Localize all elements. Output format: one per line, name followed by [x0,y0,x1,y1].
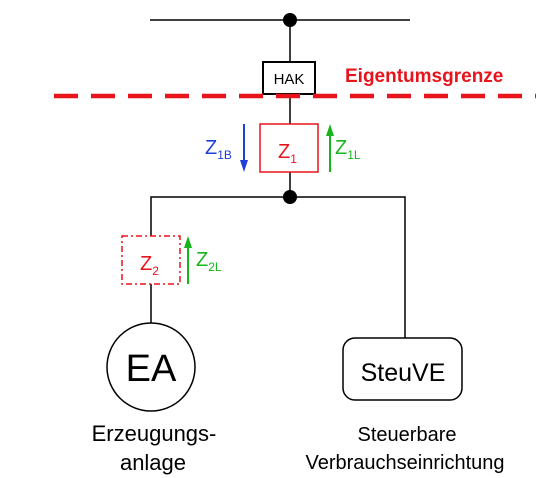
eigentumsgrenze-label: Eigentumsgrenze [345,66,503,87]
ea-label: EA [126,348,177,390]
ea-caption-line-2: anlage [120,450,186,475]
z1-meter-box [259,123,319,173]
hak-label: HAK [274,71,305,88]
z2-label: Z2 [140,253,159,278]
z1l-up-arrow [326,124,334,172]
node-junction-dot [283,190,297,204]
steuve-box [342,337,463,401]
steuve-caption-line-1: Steuerbare [358,424,457,446]
ea-caption-line-1: Erzeugungs- [92,421,217,446]
node-to-ea-line [150,196,290,236]
ea-circle [106,322,196,412]
z2l-label: Z2L [196,249,222,274]
z1b-down-arrow [240,124,248,172]
node-to-steuve-line [290,196,406,338]
grid-junction-dot [283,13,297,27]
z1l-label: Z1L [335,137,361,162]
z2-meter-box [121,235,181,285]
z1-label: Z1 [278,141,297,166]
z1b-label: Z1B [205,137,232,162]
steuve-caption-line-2: Verbrauchseinrichtung [305,452,504,474]
z2l-up-arrow [184,236,192,284]
steuve-label: SteuVE [361,359,446,387]
